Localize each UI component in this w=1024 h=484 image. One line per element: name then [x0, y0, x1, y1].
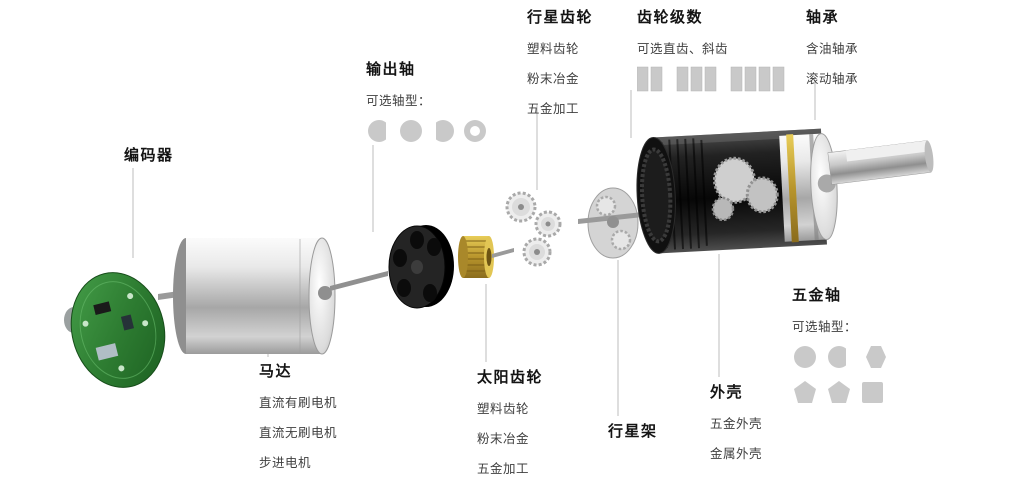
pentagon-shaft-icon: [828, 381, 850, 403]
planetary-gear-title: 行星齿轮: [527, 9, 594, 26]
front-end-cap: [388, 225, 454, 309]
gear-stage-2-icon: [676, 66, 717, 92]
bearing-title: 轴承: [806, 9, 840, 26]
gear-stage-icons: [637, 66, 785, 92]
bearing-item: 含油轴承: [806, 42, 859, 56]
planetary-gear-item: 五金加工: [527, 102, 580, 116]
sun-gear-item: 塑料齿轮: [477, 402, 530, 416]
motor-item: 直流有刷电机: [259, 396, 338, 410]
label-planetary-gear: 行星齿轮 塑料齿轮 粉末冶金 五金加工: [527, 6, 593, 117]
output-shaft-title: 输出轴: [366, 61, 416, 78]
d-shaft-icon: [429, 119, 454, 143]
round-shaft-icon: [400, 120, 422, 142]
housing-item: 五金外壳: [710, 417, 763, 431]
motor-body: [158, 237, 388, 355]
housing-item: 金属外壳: [710, 447, 763, 461]
d-shaft-icon: [368, 119, 393, 143]
gear-stage-3-icon: [730, 66, 785, 92]
label-housing: 外壳 五金外壳 金属外壳: [710, 381, 762, 462]
output-shaft: [827, 140, 934, 185]
encoder-pcb: [70, 272, 166, 388]
label-bearing: 轴承 含油轴承 滚动轴承: [806, 6, 858, 87]
round-shaft-icon: [794, 346, 816, 368]
ring-shaft-icon: [464, 120, 486, 142]
motor-item: 直流无刷电机: [259, 426, 338, 440]
hex-shaft-icon: [866, 346, 886, 368]
pentagon-shaft-icon: [794, 381, 816, 403]
label-metal-shaft: 五金轴 可选轴型：: [792, 284, 888, 405]
square-shaft-icon: [862, 382, 883, 403]
gear-stage-1-icon: [637, 66, 663, 92]
sun-gear: [458, 236, 514, 278]
metal-shaft-type-icons-row1: [794, 345, 886, 369]
gear-stages-title: 齿轮级数: [637, 9, 704, 26]
output-shaft-type-icons: [368, 119, 486, 143]
d-shaft-icon: [828, 345, 853, 369]
planetary-gear-item: 粉末冶金: [527, 72, 580, 86]
sun-gear-item: 五金加工: [477, 462, 530, 476]
label-gear-stages: 齿轮级数 可选直齿、斜齿: [637, 6, 787, 92]
label-output-shaft: 输出轴 可选轴型：: [366, 58, 494, 144]
metal-shaft-type-icons-row2: [794, 381, 883, 403]
motor-title: 马达: [259, 363, 293, 380]
planet-carrier: [578, 187, 652, 259]
planet-carrier-title: 行星架: [608, 423, 658, 440]
label-motor: 马达 直流有刷电机 直流无刷电机 步进电机: [259, 360, 337, 471]
metal-shaft-subtitle: 可选轴型：: [792, 320, 858, 334]
output-shaft-subtitle: 可选轴型：: [366, 94, 432, 108]
encoder-title: 编码器: [124, 147, 174, 164]
planet-gears: [505, 191, 562, 267]
gear-stages-subtitle: 可选直齿、斜齿: [637, 42, 729, 56]
metal-shaft-title: 五金轴: [792, 287, 842, 304]
label-sun-gear: 太阳齿轮 塑料齿轮 粉末冶金 五金加工: [477, 366, 543, 477]
sun-gear-item: 粉末冶金: [477, 432, 530, 446]
motor-item: 步进电机: [259, 456, 312, 470]
label-planet-carrier: 行星架: [608, 420, 658, 441]
label-encoder: 编码器: [124, 144, 174, 165]
housing-title: 外壳: [710, 384, 744, 401]
sun-gear-title: 太阳齿轮: [477, 369, 544, 386]
gearbox-housing: [636, 128, 838, 254]
bearing-item: 滚动轴承: [806, 72, 859, 86]
planetary-gear-item: 塑料齿轮: [527, 42, 580, 56]
